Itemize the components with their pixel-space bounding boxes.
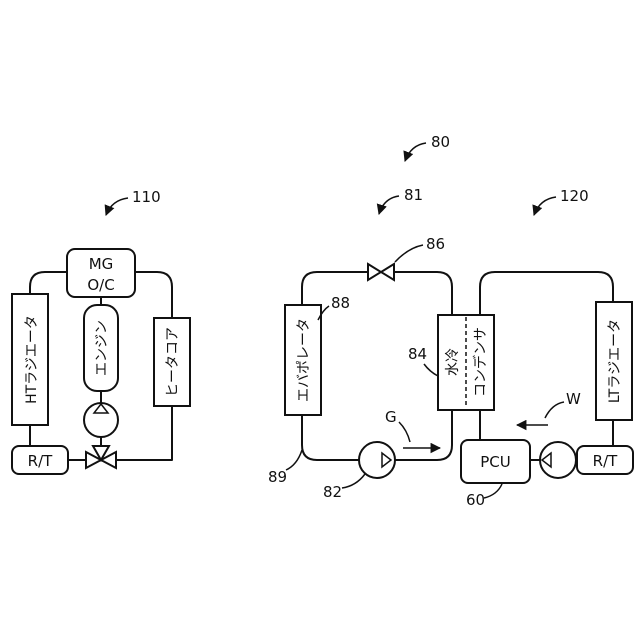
ref-110: 110	[132, 188, 161, 206]
refrigerant-pipe	[302, 272, 452, 460]
lt-coolant-loop: 水冷 コンデンサ LTラジエータ PCU R/T W 120 60	[438, 187, 633, 509]
ref-120: 120	[560, 187, 589, 205]
refrigerant-loop: エバポレータ 81 86 88 84 G 89 82	[268, 186, 452, 501]
ref-89: 89	[268, 468, 287, 486]
ref-120-arrow	[534, 197, 556, 215]
ref-g-leader	[399, 422, 410, 442]
mg-label: MG	[89, 255, 114, 273]
heater-core-label: ヒータコア	[165, 327, 181, 397]
ref-w-leader	[545, 402, 564, 418]
engine-coolant-loop: MG O/C HTラジエータ エンジン ヒータコア R/T 110	[12, 188, 190, 474]
ref-84-leader	[424, 364, 438, 376]
ref-89-leader	[286, 450, 302, 470]
condenser-label-2: コンデンサ	[472, 327, 489, 397]
lt-pipe	[480, 272, 613, 460]
rt-label-right: R/T	[593, 452, 618, 470]
lt-radiator-label: LTラジエータ	[607, 319, 623, 403]
ref-80: 80	[431, 133, 450, 151]
ref-110-arrow	[106, 198, 128, 215]
expansion-valve	[368, 264, 394, 280]
engine-label: エンジン	[94, 320, 110, 376]
ref-82: 82	[323, 483, 342, 501]
ref-81: 81	[404, 186, 423, 204]
ref-84: 84	[408, 345, 427, 363]
ref-60-leader	[484, 484, 502, 498]
ref-60: 60	[466, 491, 485, 509]
compressor	[359, 442, 395, 478]
ref-g: G	[385, 408, 397, 426]
evaporator-label: エバポレータ	[296, 318, 312, 402]
ref-88: 88	[331, 294, 350, 312]
pcu-label: PCU	[480, 453, 511, 471]
lt-water-pump	[540, 442, 576, 478]
water-pump	[84, 403, 118, 437]
condenser-label-1: 水冷	[445, 348, 461, 376]
ref-81-arrow	[379, 196, 399, 214]
ref-w: W	[566, 390, 581, 408]
oc-label: O/C	[87, 276, 114, 294]
ref-82-leader	[342, 474, 365, 488]
ref-80-arrow	[405, 143, 426, 161]
rt-label-left: R/T	[28, 452, 53, 470]
three-way-valve	[86, 446, 116, 468]
ref-86: 86	[426, 235, 445, 253]
ht-radiator-label: HTラジエータ	[24, 315, 40, 404]
ref-86-leader	[395, 245, 423, 262]
